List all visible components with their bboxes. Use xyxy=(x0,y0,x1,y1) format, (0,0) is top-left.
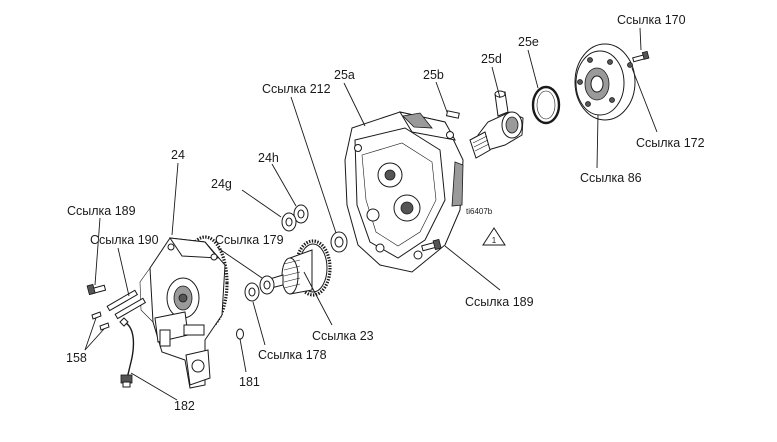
washer-24h xyxy=(293,204,309,224)
washer-24g xyxy=(281,212,297,232)
label-25d: 25d xyxy=(481,52,502,66)
label-ref-170: Ссылка 170 xyxy=(617,13,686,27)
label-ref-178: Ссылка 178 xyxy=(258,348,327,362)
label-ref-190: Ссылка 190 xyxy=(90,233,159,247)
label-158: 158 xyxy=(66,351,87,365)
screws-158 xyxy=(91,311,110,331)
washer-178 xyxy=(244,282,260,302)
label-25b: 25b xyxy=(423,68,444,82)
label-181: 181 xyxy=(239,375,260,389)
gear-23 xyxy=(262,239,332,297)
label-24g: 24g xyxy=(211,177,232,191)
label-ref-179: Ссылка 179 xyxy=(215,233,284,247)
screw-170 xyxy=(632,50,650,63)
gearbox-24 xyxy=(139,235,229,389)
washer-212 xyxy=(330,231,348,253)
label-ref-189-left: Ссылка 189 xyxy=(67,204,136,218)
label-25e: 25e xyxy=(518,35,539,49)
label-24h: 24h xyxy=(258,151,279,165)
warning-triangle-icon: 1 xyxy=(482,227,506,246)
label-24: 24 xyxy=(171,148,185,162)
washer-172 xyxy=(627,62,633,68)
cover-86 xyxy=(574,43,636,121)
label-ref-189-right: Ссылка 189 xyxy=(465,295,534,309)
callout-labels: Ссылка 170 25e 25d 25b 25a Ссылка 212 Сс… xyxy=(66,13,705,413)
pin-181 xyxy=(236,328,244,340)
label-ref-172: Ссылка 172 xyxy=(636,136,705,150)
label-182: 182 xyxy=(174,399,195,413)
warning-symbol: 1 xyxy=(492,236,497,245)
bolt-189-right xyxy=(421,238,442,252)
washer-179 xyxy=(259,275,275,295)
label-ref-23: Ссылка 23 xyxy=(312,329,374,343)
leader-lines xyxy=(84,27,658,401)
housing-25a xyxy=(344,111,464,273)
label-25a: 25a xyxy=(334,68,355,82)
pin-25b xyxy=(445,110,460,119)
pins-190 xyxy=(106,289,147,320)
label-ref-212: Ссылка 212 xyxy=(262,82,331,96)
shaft-25d xyxy=(469,90,524,159)
bolt-189-left xyxy=(86,283,107,296)
ring-25e xyxy=(531,85,561,125)
figure-code: ti6407b xyxy=(466,207,493,216)
label-ref-86: Ссылка 86 xyxy=(580,171,642,185)
sensor-cable-182 xyxy=(119,317,135,388)
